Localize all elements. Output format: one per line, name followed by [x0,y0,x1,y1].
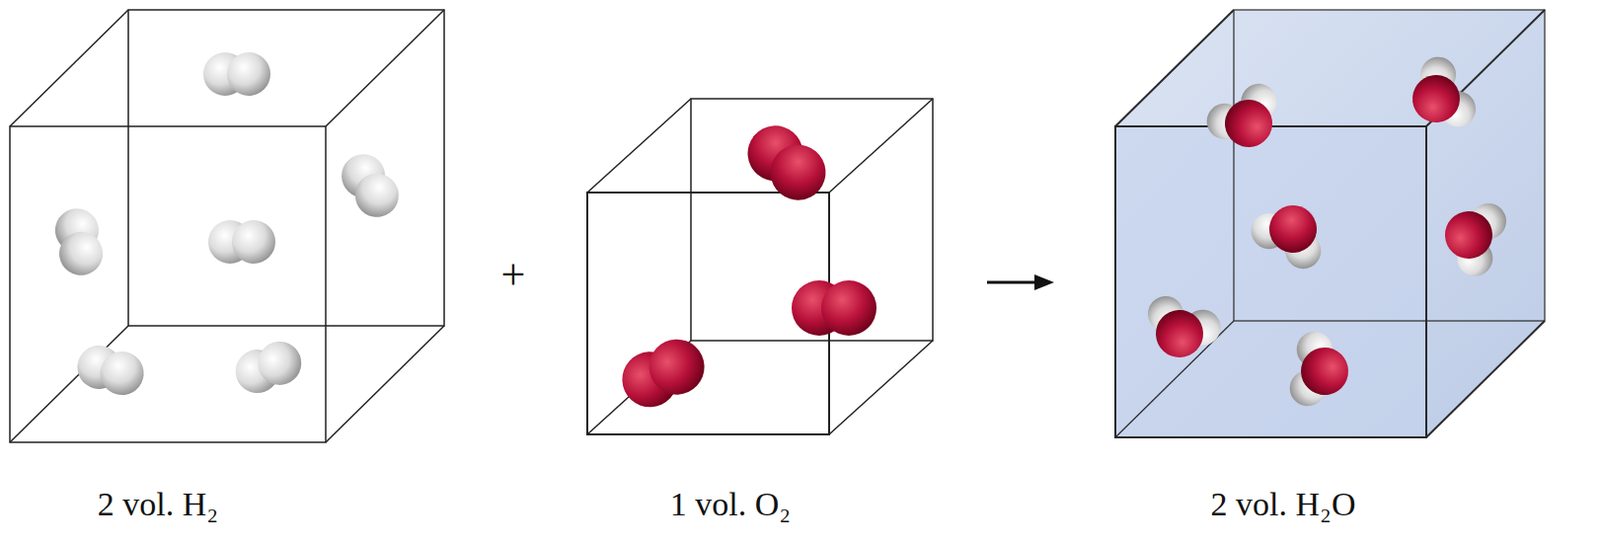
volume-label: 2 vol. H₂O [1211,485,1357,523]
volume-label: 1 vol. O₂ [670,485,791,523]
h2o-molecules [1136,50,1512,412]
o2-cube [587,98,933,435]
h2-cube [9,9,445,443]
o2-molecules [612,114,877,417]
volume-label: 2 vol. H₂ [97,485,219,523]
plus-sign: + [501,251,527,300]
h2o-cube [1115,9,1545,438]
reaction-arrow [987,274,1055,291]
h2-molecules [51,52,407,400]
